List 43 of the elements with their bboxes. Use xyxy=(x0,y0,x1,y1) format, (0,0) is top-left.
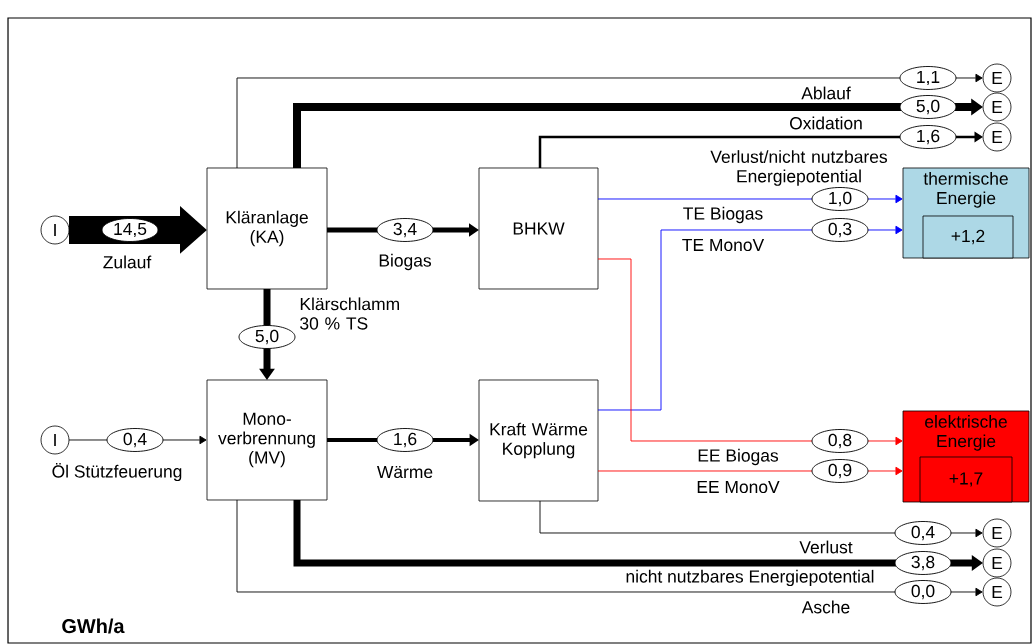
flow-label: Zulauf xyxy=(103,255,152,269)
arrow xyxy=(539,500,983,538)
flow-label: Verlust xyxy=(799,540,853,554)
edge-label: 5,0 xyxy=(238,325,296,349)
flow-label: Biogas xyxy=(379,253,432,271)
flow-label: TE Biogas xyxy=(683,206,763,224)
flow-label: TE MonoV xyxy=(682,238,765,252)
edge-label: 1,6 xyxy=(376,428,434,452)
arrow xyxy=(236,499,983,597)
edge-label: 3,4 xyxy=(376,218,434,242)
process-box: Kläranlage (KA) xyxy=(206,167,328,290)
edge-label: 0,8 xyxy=(811,429,869,453)
edge-label: 1,0 xyxy=(811,187,869,211)
edge-label: 1,1 xyxy=(899,66,957,90)
flow-label: nicht nutzbares Energiepotential xyxy=(626,569,874,587)
flow-label: GWh/a xyxy=(62,618,125,634)
edge-label: 0,0 xyxy=(894,580,952,604)
arrow xyxy=(538,131,983,168)
edge-label: 1,6 xyxy=(899,125,957,149)
edge-label: 5,0 xyxy=(899,95,957,119)
edge-label: 3,8 xyxy=(894,551,952,575)
flow-label: Verlust/nicht nutzbares Energiepotential xyxy=(710,150,888,186)
flow-label: Wärme xyxy=(377,465,433,479)
arrow xyxy=(597,225,903,411)
flow-label: Asche xyxy=(801,600,850,614)
edge-label: 0,4 xyxy=(106,428,164,452)
flow-label: EE Biogas xyxy=(698,448,779,466)
flow-label: Oxidation xyxy=(790,116,862,130)
edge-label: 14,5 xyxy=(101,218,159,242)
flow-label: Öl Stützfeuerung xyxy=(52,462,182,482)
flow-label: Ablauf xyxy=(801,86,851,100)
arrow xyxy=(236,73,983,169)
flow-label: EE MonoV xyxy=(697,480,780,494)
value-box: +1,2 xyxy=(922,215,1014,259)
edge-label: 0,3 xyxy=(811,218,869,242)
edge-label: 0,9 xyxy=(811,459,869,483)
edge-label: 0,4 xyxy=(894,521,952,545)
process-box: Mono- verbrennung (MV) xyxy=(206,379,328,501)
value-box: +1,7 xyxy=(919,456,1013,503)
process-box: BHKW xyxy=(478,167,599,290)
arrow xyxy=(597,258,903,446)
flow-label: Klärschlamm 30 % TS xyxy=(300,297,399,330)
process-box: Kraft Wärme Kopplung xyxy=(478,379,599,502)
